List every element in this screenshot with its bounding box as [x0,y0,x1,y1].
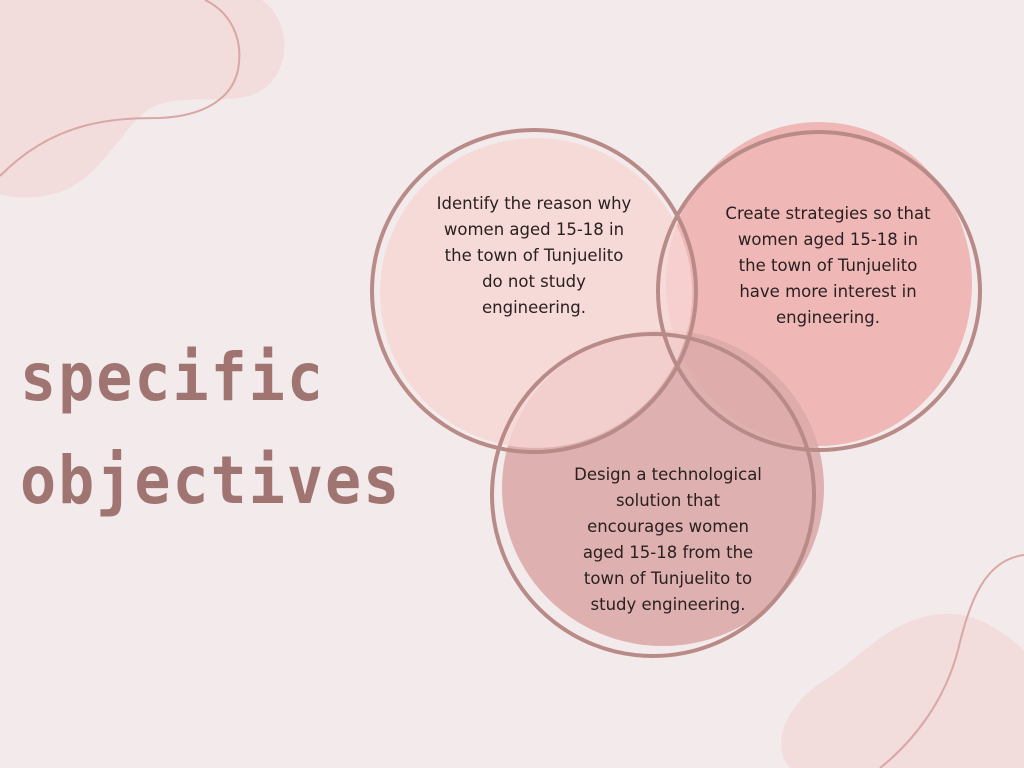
objective-3-text: Design a technological solution that enc… [574,465,762,614]
top-left-blob [0,0,285,198]
title-line-specific: specific [20,339,325,417]
objective-2-text: Create strategies so that women aged 15-… [725,204,931,327]
bottom-right-blob [781,613,1024,768]
top-left-swirl-line [0,0,241,177]
objective-ring-bottom [490,332,816,658]
objective-ring-right [656,130,982,452]
bottom-right-swirl-line [879,554,1024,768]
title-line-objectives: objectives [20,442,402,520]
objective-1-text: Identify the reason why women aged 15-18… [436,194,632,317]
